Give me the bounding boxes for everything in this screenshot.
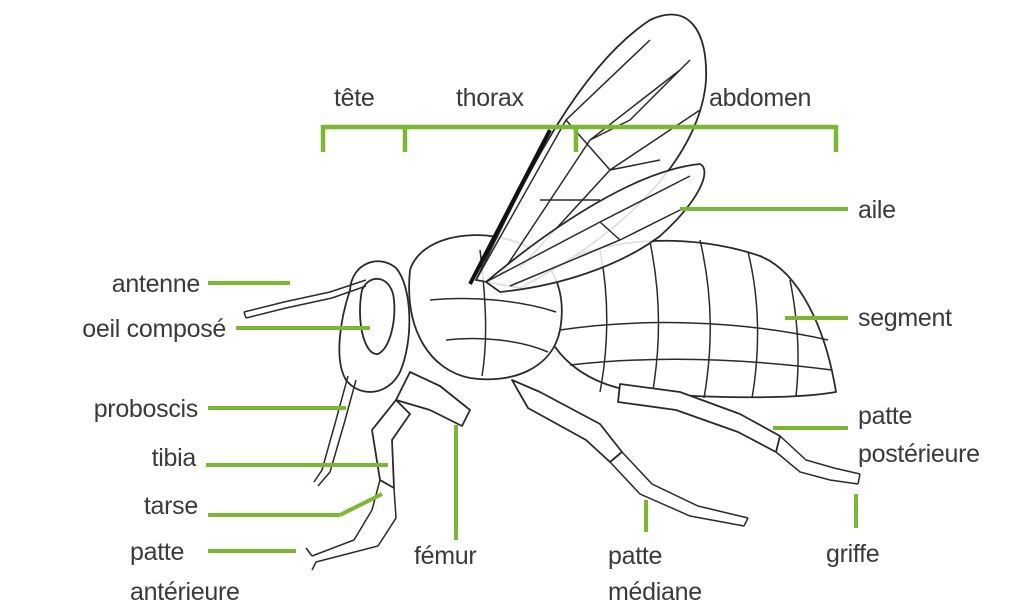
- label-compound-eye: oeil composé: [82, 315, 226, 343]
- label-foreleg-line2: antérieure: [130, 578, 240, 606]
- label-femur: fémur: [414, 542, 476, 570]
- label-tarsus: tarse: [144, 492, 198, 520]
- proboscis-shape: [314, 376, 356, 486]
- label-head: tête: [334, 84, 375, 112]
- midleg-tarsus: [610, 452, 748, 526]
- label-antenna: antenne: [112, 270, 200, 298]
- leader-tarsus-diag: [340, 494, 382, 515]
- label-wing: aile: [858, 196, 896, 224]
- foreleg-tibia: [372, 400, 410, 488]
- label-midleg-line1: patte: [608, 542, 662, 570]
- midleg-femur: [512, 380, 622, 462]
- label-foreleg-line1: patte: [130, 538, 184, 566]
- label-midleg-line2: médiane: [608, 578, 702, 606]
- foreleg-tarsus: [306, 480, 396, 570]
- label-claw: griffe: [826, 540, 879, 568]
- label-hindleg-line1: patte: [858, 402, 912, 430]
- label-thorax: thorax: [456, 84, 524, 112]
- label-abdomen: abdomen: [709, 84, 811, 112]
- hindleg-tarsus: [776, 436, 860, 484]
- label-hindleg-line2: postérieure: [858, 440, 980, 468]
- label-segment: segment: [858, 304, 952, 332]
- label-tibia: tibia: [152, 444, 197, 472]
- label-proboscis: proboscis: [94, 395, 198, 423]
